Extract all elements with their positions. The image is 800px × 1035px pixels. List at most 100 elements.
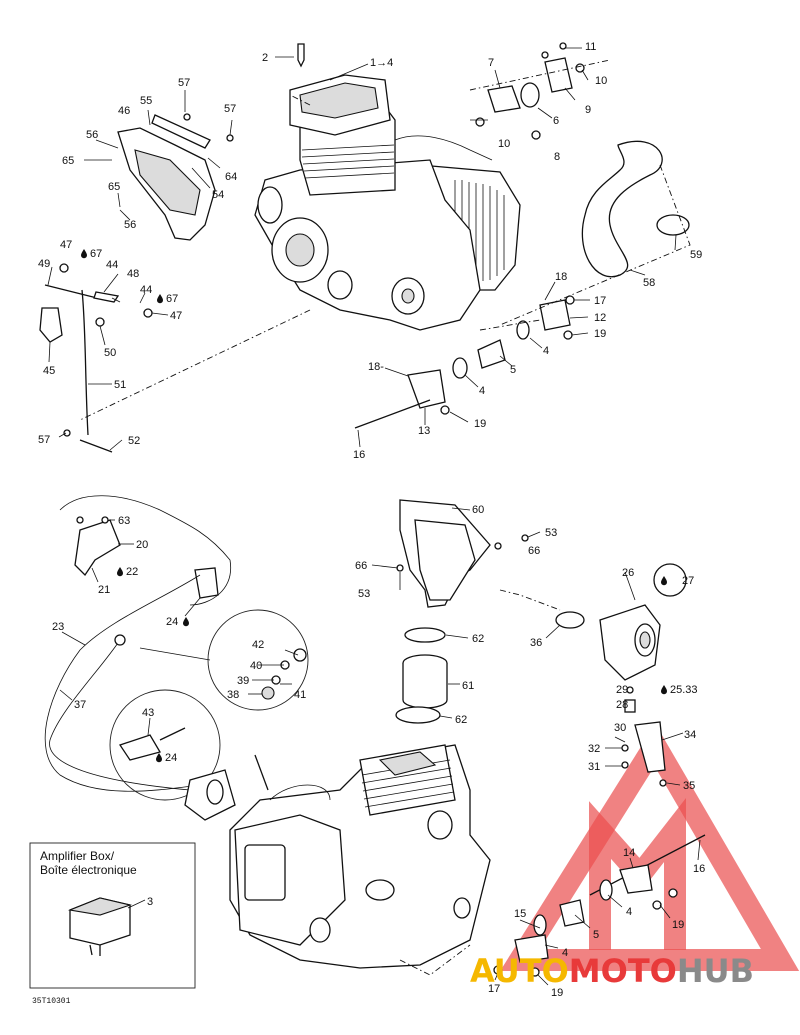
callout-53: 53 — [358, 588, 370, 600]
callout-47: 47 — [170, 310, 182, 322]
callout-20: 20 — [136, 539, 148, 551]
callout-47: 47 — [60, 239, 72, 251]
callout-13: 13 — [418, 425, 430, 437]
callout-57: 57 — [38, 434, 50, 446]
callout-41: 41 — [294, 689, 306, 701]
sealant-drop-icon — [117, 567, 123, 577]
mount-bracket-7 — [475, 42, 585, 140]
callout-51: 51 — [114, 379, 126, 391]
amplifier-box-title-en: Amplifier Box/ — [40, 849, 115, 863]
callout-4: 4 — [562, 947, 568, 959]
callout-46: 46 — [118, 105, 130, 117]
callout-44: 44 — [140, 284, 152, 296]
callout-67: 67 — [90, 248, 102, 260]
callout-36: 36 — [530, 637, 542, 649]
callout-30: 30 — [614, 722, 626, 734]
throttle-cable — [44, 516, 219, 792]
callout-4: 4 — [626, 906, 632, 918]
watermark-wordmark: AUTOMOTOHUB — [470, 952, 754, 990]
callout-62: 62 — [472, 633, 484, 645]
callout-38: 38 — [227, 689, 239, 701]
callout-5: 5 — [593, 929, 599, 941]
callout-65: 65 — [62, 155, 74, 167]
callout-24: 24 — [165, 752, 177, 764]
callout-57: 57 — [178, 77, 190, 89]
callout-26: 26 — [622, 567, 634, 579]
callout-31: 31 — [588, 761, 600, 773]
callout-59: 59 — [690, 249, 702, 261]
sealant-drop-icon — [183, 617, 189, 627]
callout-63: 63 — [118, 515, 130, 527]
callout-19: 19 — [551, 987, 563, 999]
callout-7: 7 — [488, 57, 494, 69]
callout-56: 56 — [86, 129, 98, 141]
callout-29: 29 — [616, 684, 628, 696]
callout-19: 19 — [672, 919, 684, 931]
callout-62: 62 — [455, 714, 467, 726]
callout-37: 37 — [74, 699, 86, 711]
callout-48: 48 — [127, 268, 139, 280]
engine-mounts-upper — [354, 295, 575, 429]
callout-49: 49 — [38, 258, 50, 270]
callout-10: 10 — [595, 75, 607, 87]
callout-4: 4 — [479, 385, 485, 397]
callout-16: 16 — [693, 863, 705, 875]
callout-23: 23 — [52, 621, 64, 633]
callout-22: 22 — [126, 566, 138, 578]
detail-circle-left — [59, 495, 309, 801]
callout-64: 64 — [225, 171, 237, 183]
callout-54: 54 — [212, 189, 224, 201]
callout-2: 2 — [262, 52, 268, 64]
callout-12: 12 — [594, 312, 606, 324]
callout-4: 4 — [543, 345, 549, 357]
callout-53: 53 — [545, 527, 557, 539]
alignment-lines-top — [79, 59, 691, 421]
callout-10: 10 — [498, 138, 510, 150]
callout-15: 15 — [514, 908, 526, 920]
callout-17: 17 — [488, 983, 500, 995]
callout-45: 45 — [43, 365, 55, 377]
callout-39: 39 — [237, 675, 249, 687]
callout-55: 55 — [140, 95, 152, 107]
sealant-drop-icon — [156, 753, 162, 763]
callout-11: 11 — [585, 41, 596, 53]
carb-small — [184, 754, 269, 821]
callout-32: 32 — [588, 743, 600, 755]
callout-5: 5 — [510, 364, 516, 376]
sealant-drop-icon — [81, 249, 87, 259]
callout-25-33: 25.33 — [670, 684, 698, 696]
air-box-60 — [396, 499, 529, 608]
callout-50: 50 — [104, 347, 116, 359]
sealant-drop-icon — [157, 294, 163, 304]
callout-34: 34 — [684, 729, 696, 741]
callout-42: 42 — [252, 639, 264, 651]
upper-engine-assembly — [254, 43, 521, 331]
callout-27: 27 — [682, 575, 694, 587]
drawing-code: 35T10301 — [32, 997, 71, 1006]
callout-8: 8 — [554, 151, 560, 163]
callout-18: 18- — [368, 361, 384, 373]
watermark-logo — [500, 723, 800, 971]
sealant-drop-icons — [81, 249, 667, 763]
callout-6: 6 — [553, 115, 559, 127]
callout-66: 66 — [528, 545, 540, 557]
heat-shield — [117, 113, 234, 241]
callout-58: 58 — [643, 277, 655, 289]
carburetor-26 — [555, 563, 687, 787]
sealant-drop-icon — [661, 685, 667, 695]
callout-44: 44 — [106, 259, 118, 271]
intake-boot-61 — [395, 627, 448, 724]
callout-19: 19 — [594, 328, 606, 340]
intake-duct-58 — [581, 140, 690, 278]
callout-52: 52 — [128, 435, 140, 447]
callout-9: 9 — [585, 104, 591, 116]
callout-28: 28 — [616, 699, 628, 711]
callout-17: 17 — [594, 295, 606, 307]
callout-21: 21 — [98, 584, 110, 596]
callout-1-to-4: 1→4 — [370, 57, 393, 69]
callout-43: 43 — [142, 707, 154, 719]
engine-mounts-lower — [493, 834, 706, 977]
callout-16: 16 — [353, 449, 365, 461]
shift-linkage — [39, 263, 153, 453]
